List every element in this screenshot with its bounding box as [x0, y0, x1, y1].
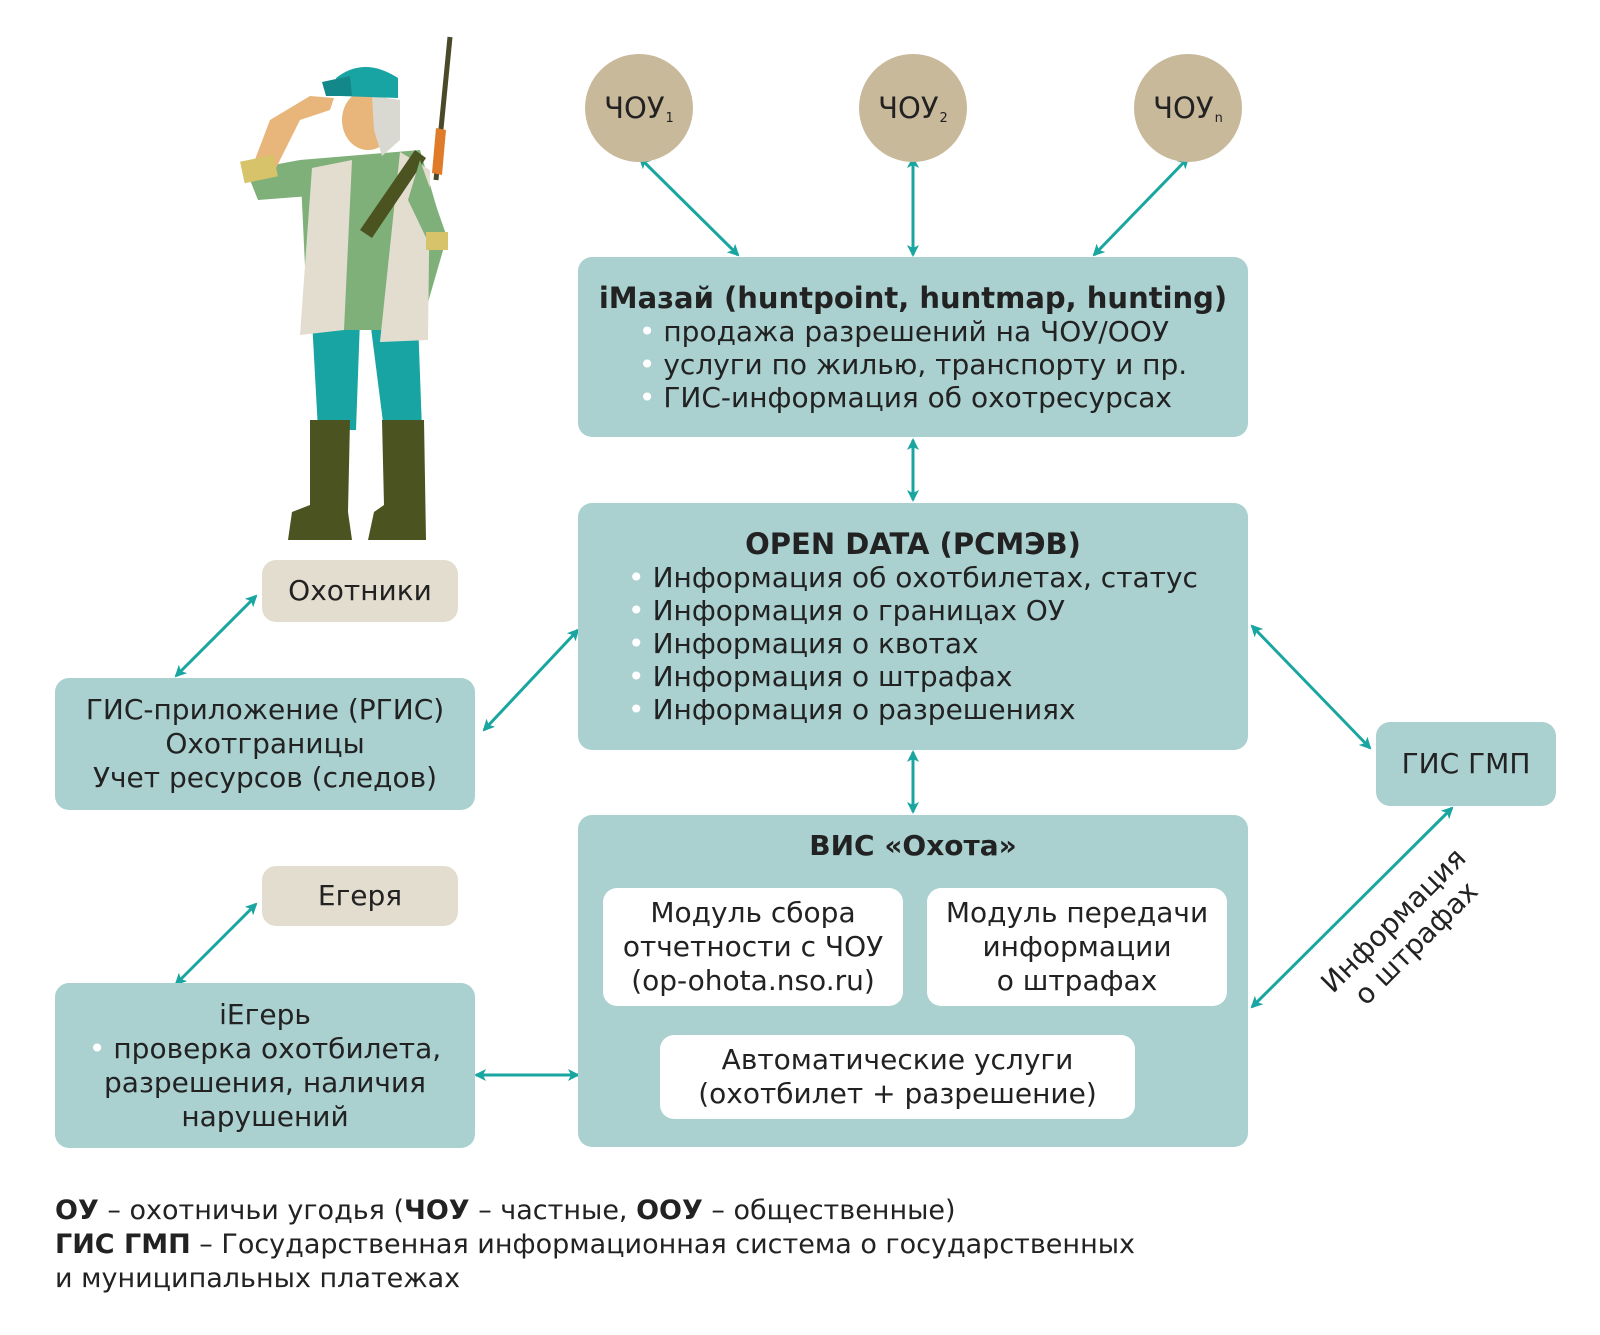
gis-gmp-label: ГИС ГМП [1401, 747, 1531, 780]
legend-line-3: и муниципальных платежах [55, 1263, 461, 1294]
fines-module-box: Модуль передачи информации о штрафах [927, 888, 1227, 1006]
arrow-rangers-iegerr [174, 902, 258, 986]
iegerr-title: iЕгерь [219, 997, 311, 1031]
list-item: •ГИС-информация об охотресурсах [638, 380, 1172, 414]
vis-title: ВИС «Охота» [809, 829, 1017, 862]
list-item: •Информация об охотбилетах, статус [628, 561, 1198, 594]
legend-line-2: ГИС ГМП – Государственная информационная… [55, 1229, 1136, 1260]
hunters-label: Охотники [288, 574, 432, 607]
iegerr-line: нарушений [181, 1099, 349, 1133]
arrow-choun-imazai [1092, 156, 1190, 257]
rangers-label: Егеря [317, 879, 403, 912]
arrow-opendata-gisgmp [1250, 624, 1372, 750]
arrow-chou1-imazai [638, 156, 740, 257]
open-data-title: OPEN DATA (РСМЭВ) [745, 527, 1081, 561]
open-data-box: OPEN DATA (РСМЭВ) •Информация об охотбил… [578, 503, 1248, 750]
chou-1-subscript: 1 [665, 110, 674, 126]
gis-app-box: ГИС-приложение (РГИС) Охотграницы Учет р… [55, 678, 475, 810]
chou-n-label: ЧОУ [1153, 91, 1214, 125]
list-item: •Информация о штрафах [628, 660, 1013, 693]
chou-1-label: ЧОУ [604, 91, 665, 125]
reporting-module-line: Модуль сбора [650, 896, 856, 929]
chou-2-label: ЧОУ [878, 91, 939, 125]
gis-app-line: ГИС-приложение (РГИС) [85, 693, 445, 726]
fines-module-line: информации [982, 930, 1172, 963]
open-data-list: •Информация об охотбилетах, статус •Инфо… [628, 561, 1198, 726]
iegerr-box: iЕгерь •проверка охотбилета, разрешения,… [55, 983, 475, 1148]
iegerr-line: •проверка охотбилета, [88, 1031, 442, 1065]
chou-n-subscript: n [1214, 110, 1223, 126]
legend-line-1: ОУ – охотничьи угодья (ЧОУ – частные, ОО… [55, 1195, 956, 1226]
arrow-hunters-gisapp [174, 594, 258, 678]
auto-services-line: (охотбилет + разрешение) [698, 1077, 1097, 1110]
imazai-title: iМазай (huntpoint, huntmap, hunting) [598, 280, 1228, 315]
imazai-box: iМазай (huntpoint, huntmap, hunting) •пр… [578, 257, 1248, 437]
gis-app-line: Охотграницы [165, 727, 365, 760]
reporting-module-box: Модуль сбора отчетности с ЧОУ (op-ohota.… [603, 888, 903, 1006]
arrow-gisapp-opendata [482, 628, 580, 732]
list-item: •продажа разрешений на ЧОУ/ООУ [638, 314, 1169, 348]
reporting-module-line: отчетности с ЧОУ [622, 930, 884, 963]
gis-gmp-box: ГИС ГМП [1376, 722, 1556, 806]
hunters-box: Охотники [262, 560, 458, 622]
arrow-gisgmp-vis [1250, 806, 1454, 1009]
gis-app-line: Учет ресурсов (следов) [92, 761, 438, 794]
imazai-list: •продажа разрешений на ЧОУ/ООУ •услуги п… [639, 315, 1187, 414]
fines-module-line: Модуль передачи [945, 896, 1209, 929]
auto-services-box: Автоматические услуги (охотбилет + разре… [660, 1035, 1135, 1119]
fines-module-line: о штрафах [996, 964, 1158, 997]
rangers-box: Егеря [262, 866, 458, 926]
iegerr-line: разрешения, наличия [104, 1065, 426, 1099]
list-item: •Информация о разрешениях [628, 693, 1076, 726]
chou-2-subscript: 2 [939, 110, 948, 126]
auto-services-line: Автоматические услуги [721, 1043, 1074, 1076]
reporting-module-line: (op-ohota.nso.ru) [631, 964, 875, 997]
list-item: •Информация о квотах [628, 627, 979, 660]
list-item: •услуги по жилью, транспорту и пр. [638, 347, 1188, 381]
list-item: •Информация о границах ОУ [628, 594, 1065, 627]
